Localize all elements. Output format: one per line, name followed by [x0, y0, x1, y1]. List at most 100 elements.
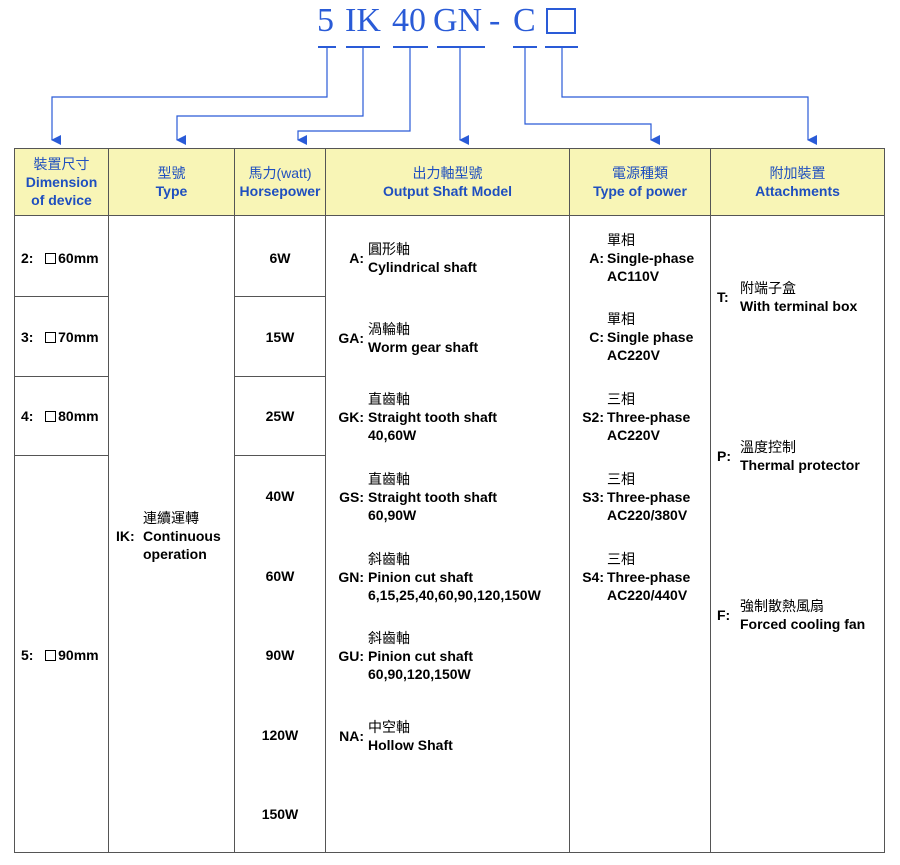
row-divider — [234, 296, 326, 297]
dimension-size: 60mm — [58, 250, 99, 266]
shaft-zh: 圓形軸 — [368, 241, 410, 257]
shaft-code: GU: — [338, 648, 364, 664]
power-en2: AC220V — [607, 427, 660, 443]
header-attachments-en: Attachments — [755, 183, 840, 199]
watt-value: 60W — [265, 568, 295, 584]
attachment-en: Thermal protector — [740, 457, 860, 473]
shaft-en2: 40,60W — [368, 427, 417, 443]
header-attachments: 附加裝置 Attachments — [710, 148, 885, 216]
code-watt: 40 — [392, 2, 426, 39]
power-en2: AC220V — [607, 347, 660, 363]
header-shaft-zh: 出力軸型號 — [412, 165, 483, 181]
shaft-en2: 6,15,25,40,60,90,120,150W — [368, 587, 541, 603]
shaft-code: NA: — [339, 728, 364, 744]
header-horsepower: 馬力(watt) Horsepower — [234, 148, 326, 216]
shaft-zh: 渦輪軸 — [368, 321, 410, 337]
header-shaft: 出力軸型號 Output Shaft Model — [325, 148, 570, 216]
code-type: IK — [345, 2, 381, 39]
power-code: S3: — [582, 489, 604, 505]
shaft-zh: 直齒軸 — [368, 471, 410, 487]
dimension-item: 3: 70mm — [21, 328, 99, 346]
type-zh: 連續運轉 — [143, 510, 199, 526]
dimension-code: 3: — [21, 329, 34, 345]
shaft-zh: 中空軸 — [368, 719, 410, 735]
code-shaft: GN — [433, 2, 483, 39]
header-dimension-zh: 裝置尺寸 — [33, 156, 90, 172]
dimension-size: 90mm — [58, 647, 99, 663]
column-attachments — [710, 216, 885, 853]
header-shaft-en: Output Shaft Model — [382, 183, 513, 199]
shaft-en2: 60,90,120,150W — [368, 666, 471, 682]
header-power-zh: 電源種類 — [612, 165, 668, 181]
power-zh: 三相 — [607, 551, 635, 567]
power-zh: 單相 — [607, 311, 635, 327]
dimension-code: 4: — [21, 408, 34, 424]
power-en1: Single-phase — [607, 250, 695, 266]
attachment-code: P: — [717, 448, 731, 464]
shaft-en1: Pinion cut shaft — [368, 569, 473, 585]
watt-value: 90W — [265, 647, 295, 663]
dimension-item: 5: 90mm — [21, 646, 99, 664]
power-code: C: — [589, 329, 604, 345]
header-power-en: Type of power — [593, 183, 687, 199]
header-type-zh: 型號 — [157, 165, 186, 181]
shaft-en1: Pinion cut shaft — [368, 648, 473, 664]
power-code: S4: — [582, 569, 604, 585]
dimension-item: 2: 60mm — [21, 249, 99, 267]
row-divider — [234, 455, 326, 456]
column-shaft — [325, 216, 570, 853]
header-horsepower-en: Horsepower — [239, 183, 321, 199]
shaft-en1: Worm gear shaft — [368, 339, 479, 355]
power-zh: 單相 — [607, 232, 635, 248]
power-en2: AC220/440V — [607, 587, 688, 603]
header-dimension-en1: Dimension — [25, 174, 98, 190]
dimension-size: 80mm — [58, 408, 99, 424]
shaft-en2: 60,90W — [368, 507, 417, 523]
code-attachment-box — [546, 8, 576, 34]
attachment-en: Forced cooling fan — [740, 616, 866, 632]
column-dimension — [14, 216, 109, 853]
attachment-zh: 強制散熱風扇 — [740, 598, 824, 614]
power-en2: AC220/380V — [607, 507, 688, 523]
shaft-en1: Straight tooth shaft — [368, 489, 498, 505]
code-dimension: 5 — [317, 2, 334, 39]
watt-value: 15W — [265, 329, 295, 345]
shaft-zh: 直齒軸 — [368, 391, 410, 407]
shaft-en1: Straight tooth shaft — [368, 409, 498, 425]
type-en2: operation — [143, 546, 207, 562]
row-divider — [14, 376, 109, 377]
header-power: 電源種類 Type of power — [569, 148, 711, 216]
shaft-en1: Cylindrical shaft — [368, 259, 477, 275]
dimension-item: 4: 80mm — [21, 407, 99, 425]
type-code: IK: — [116, 528, 135, 544]
header-type: 型號 Type — [108, 148, 235, 216]
power-en1: Three-phase — [607, 409, 691, 425]
column-power — [569, 216, 711, 853]
watt-value: 40W — [265, 488, 295, 504]
shaft-code: GN: — [338, 569, 364, 585]
power-en1: Three-phase — [607, 569, 691, 585]
code-power: C — [513, 2, 536, 39]
attachment-code: F: — [717, 607, 731, 623]
shaft-zh: 斜齒軸 — [368, 630, 410, 646]
attachment-code: T: — [717, 289, 729, 305]
row-divider — [14, 296, 109, 297]
header-attachments-zh: 附加裝置 — [769, 165, 826, 181]
header-dimension: 裝置尺寸 Dimension of device — [14, 148, 109, 216]
power-en1: Single phase — [607, 329, 694, 345]
watt-value: 150W — [261, 806, 299, 822]
shaft-code: GS: — [339, 489, 364, 505]
column-horsepower — [234, 216, 326, 853]
power-en1: Three-phase — [607, 489, 691, 505]
header-type-en: Type — [155, 183, 188, 199]
shaft-en1: Hollow Shaft — [368, 737, 453, 753]
shaft-code: GK: — [338, 409, 364, 425]
shaft-code: A: — [349, 250, 364, 266]
watt-value: 6W — [269, 250, 291, 266]
attachment-en: With terminal box — [740, 298, 858, 314]
power-code: S2: — [582, 409, 604, 425]
row-divider — [14, 455, 109, 456]
power-code: A: — [589, 250, 604, 266]
power-zh: 三相 — [607, 471, 635, 487]
